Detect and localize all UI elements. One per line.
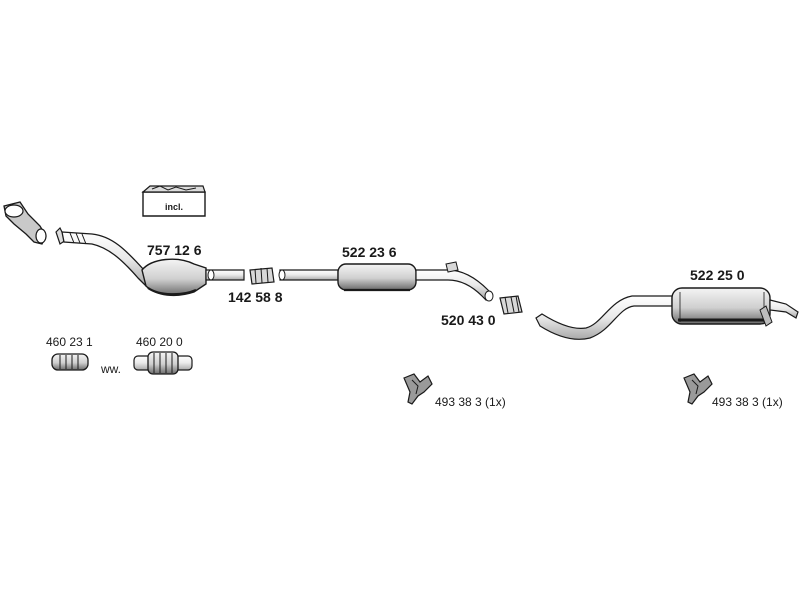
label-alternative: ww. (101, 362, 122, 376)
label-hanger-rear: 493 38 3 (1x) (712, 395, 783, 409)
connector-clamp-142 (249, 267, 275, 285)
label-hanger-middle: 493 38 3 (1x) (435, 395, 506, 409)
clamp-520 (499, 295, 523, 315)
label-catalyst: 757 12 6 (147, 242, 202, 258)
label-flex-a: 460 23 1 (46, 335, 93, 349)
rear-silencer (535, 287, 799, 340)
catalytic-converter (55, 226, 245, 297)
label-clamp-middle: 520 43 0 (441, 312, 496, 328)
rubber-hanger-middle (403, 373, 433, 405)
front-pipe-flange (3, 201, 47, 245)
label-connector: 142 58 8 (228, 289, 283, 305)
flex-pipe-460-20-0 (133, 351, 193, 375)
label-middle-silencer: 522 23 6 (342, 244, 397, 260)
middle-silencer (278, 261, 494, 302)
flex-pipe-460-23-1 (51, 353, 89, 371)
rubber-hanger-rear (683, 373, 713, 405)
hardware-kit-box (141, 185, 206, 217)
label-flex-b: 460 20 0 (136, 335, 183, 349)
label-rear-silencer: 522 25 0 (690, 267, 745, 283)
kit-label: incl. (164, 202, 183, 212)
